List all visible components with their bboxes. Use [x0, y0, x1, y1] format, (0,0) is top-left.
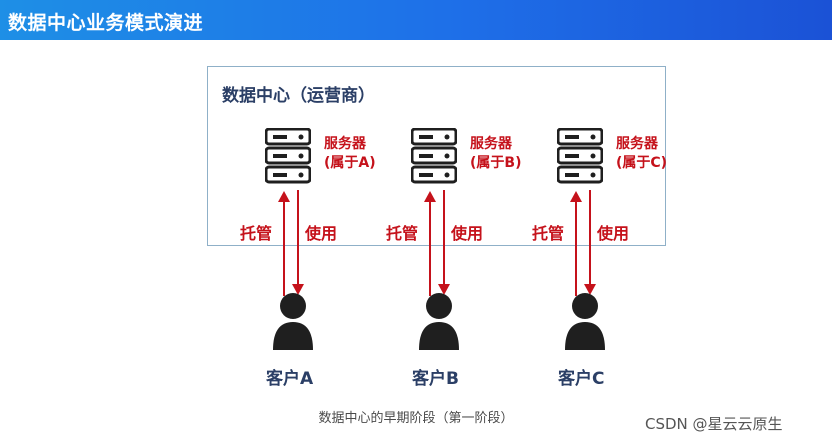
figure-caption: 数据中心的早期阶段（第一阶段） [318, 411, 514, 426]
up-arrow-icon [570, 191, 582, 296]
watermark: CSDN @星云云原生 [645, 415, 783, 433]
person-icon [273, 293, 313, 350]
server-label-line1: 服务器 [470, 136, 512, 152]
down-arrow-icon [292, 190, 304, 295]
server-label-line1: 服务器 [616, 136, 658, 152]
down-arrow-icon [584, 190, 596, 295]
datacenter-title: 数据中心（运营商） [222, 86, 375, 106]
server-label-c: 服务器 (属于C) [616, 135, 667, 173]
customer-label-a: 客户A [266, 369, 314, 389]
server-label-line2: (属于A) [324, 155, 376, 171]
hosting-label: 托管 [386, 224, 419, 243]
server-rack-icon [411, 128, 457, 184]
server-label-line1: 服务器 [324, 136, 366, 152]
server-label-line2: (属于B) [470, 155, 522, 171]
customer-label-b: 客户B [412, 369, 459, 389]
person-icon [565, 293, 605, 350]
page-title: 数据中心业务模式演进 [8, 12, 204, 34]
server-label-a: 服务器 (属于A) [324, 135, 376, 173]
hosting-label: 托管 [532, 224, 565, 243]
server-label-b: 服务器 (属于B) [470, 135, 521, 173]
up-arrow-icon [424, 191, 436, 296]
down-arrow-icon [438, 190, 450, 295]
usage-label: 使用 [451, 224, 484, 243]
header-banner: 数据中心业务模式演进 [0, 0, 832, 40]
person-icon [419, 293, 459, 350]
customer-label-c: 客户C [558, 369, 605, 389]
server-label-line2: (属于C) [616, 155, 668, 171]
up-arrow-icon [278, 191, 290, 296]
server-rack-icon [265, 128, 311, 184]
server-rack-icon [557, 128, 603, 184]
hosting-label: 托管 [240, 224, 273, 243]
usage-label: 使用 [305, 224, 338, 243]
usage-label: 使用 [597, 224, 630, 243]
